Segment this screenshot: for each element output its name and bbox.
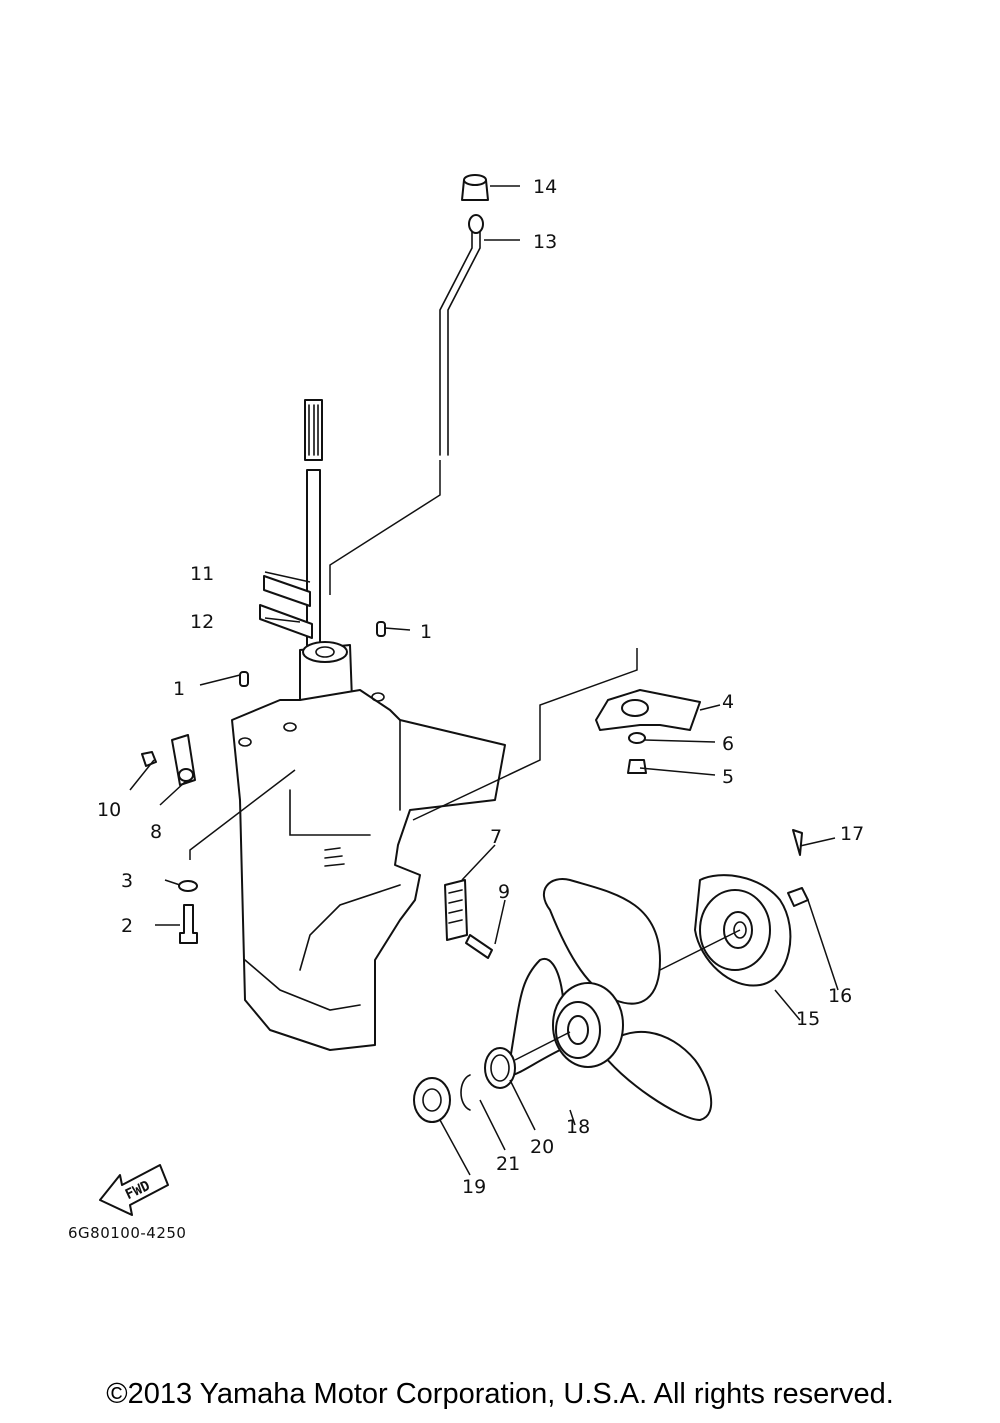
- callout-8: 8: [150, 821, 162, 843]
- trim-tab-assembly: [412, 648, 701, 821]
- callout-1-left: 1: [173, 678, 185, 700]
- bolt-and-washer: [178, 769, 296, 944]
- copyright-notice: ©2013 Yamaha Motor Corporation, U.S.A. A…: [106, 1378, 894, 1410]
- callout-11: 11: [190, 563, 214, 585]
- clip-21: [460, 1074, 471, 1111]
- callout-12: 12: [190, 611, 214, 633]
- callout-7: 7: [490, 826, 502, 848]
- callout-5: 5: [722, 766, 734, 788]
- anode-7: [444, 879, 493, 959]
- dowel-pin-a: [376, 621, 386, 637]
- cotter-pin-17: [792, 829, 803, 856]
- shift-rod-eye: [468, 214, 484, 234]
- callout-20: 20: [530, 1136, 554, 1158]
- callout-15: 15: [796, 1008, 820, 1030]
- thrust-washer-assembly: [659, 829, 809, 987]
- dowel-pin-b: [239, 671, 249, 687]
- fwd-arrow-icon: FWD: [99, 1164, 169, 1216]
- anode-8: [141, 734, 196, 786]
- shift-rod-knob-top: [463, 174, 487, 186]
- propeller: [506, 878, 713, 1121]
- callout-18: 18: [566, 1116, 590, 1138]
- callout-19: 19: [462, 1176, 486, 1198]
- washer-6: [628, 732, 646, 744]
- seal-plate-11: [263, 575, 311, 607]
- spacer-19: [413, 1077, 451, 1123]
- callout-9: 9: [498, 881, 510, 903]
- callout-2: 2: [121, 915, 133, 937]
- washer-3: [178, 880, 198, 892]
- nut-10: [141, 751, 157, 767]
- callout-21: 21: [496, 1153, 520, 1175]
- callout-3: 3: [121, 870, 133, 892]
- drive-shaft: [304, 399, 323, 666]
- lower-casing: [231, 641, 506, 1051]
- washer-20: [484, 1047, 516, 1089]
- shift-rod-assembly: [329, 174, 489, 595]
- screw-9: [465, 934, 493, 959]
- callout-1-top: 1: [420, 621, 432, 643]
- leader-lines: [129, 185, 839, 1176]
- callout-4: 4: [722, 691, 734, 713]
- bolt-2: [179, 904, 198, 944]
- callout-14: 14: [533, 176, 557, 198]
- shift-rod: [439, 221, 481, 456]
- drawing-code: 6G80100-4250: [68, 1224, 186, 1242]
- nut-16: [787, 887, 809, 907]
- nut-5: [627, 759, 647, 774]
- spacer-assembly: [413, 1031, 571, 1123]
- callout-17: 17: [840, 823, 864, 845]
- callout-13: 13: [533, 231, 557, 253]
- seal-plates: [259, 575, 313, 639]
- callout-6: 6: [722, 733, 734, 755]
- seal-plate-12: [259, 604, 313, 639]
- callout-16: 16: [828, 985, 852, 1007]
- callout-10: 10: [97, 799, 121, 821]
